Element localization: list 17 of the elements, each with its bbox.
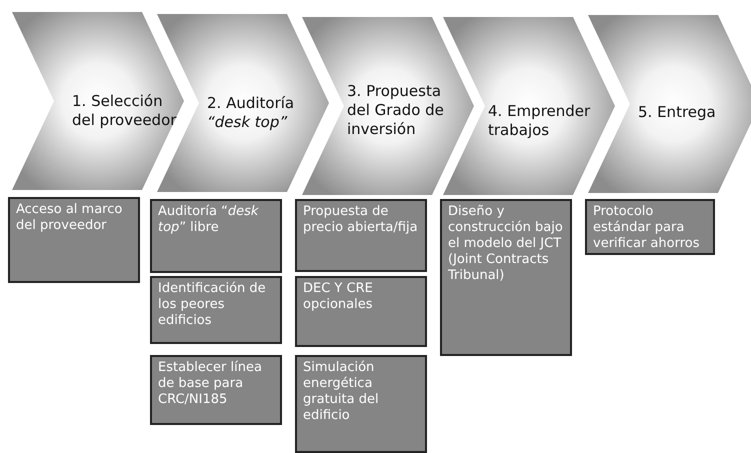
chevron-step xyxy=(443,17,615,195)
step-label: 1. Selección del proveedor xyxy=(72,92,177,130)
task-box: Acceso al marco del proveedor xyxy=(8,197,140,283)
step-label: 4. Emprender trabajos xyxy=(488,102,592,140)
chevron-step xyxy=(302,17,474,195)
step-label: 3. Propuesta del Grado de inversión xyxy=(347,82,445,139)
task-box: Simulación energética gratuita del edificio xyxy=(295,355,427,453)
task-box: Identificación de los peores edificios xyxy=(150,276,282,344)
chevron-step xyxy=(12,12,184,190)
task-box: Establecer línea de base para CRC/NI185 xyxy=(150,355,282,425)
task-box: DEC Y CRE opcionales xyxy=(295,276,427,347)
task-box: Auditoría “desk top” libre xyxy=(150,199,282,273)
task-box: Protocolo estándar para verificar ahorros xyxy=(585,199,715,255)
task-box: Propuesta de precio abierta/fija xyxy=(295,199,427,272)
step-label: 2. Auditoría “desk top” xyxy=(207,94,296,132)
step-label: 5. Entrega xyxy=(638,103,717,122)
task-box: Diseño y construcción bajo el modelo del JCT (Joint Contracts Tribunal) xyxy=(440,199,572,356)
